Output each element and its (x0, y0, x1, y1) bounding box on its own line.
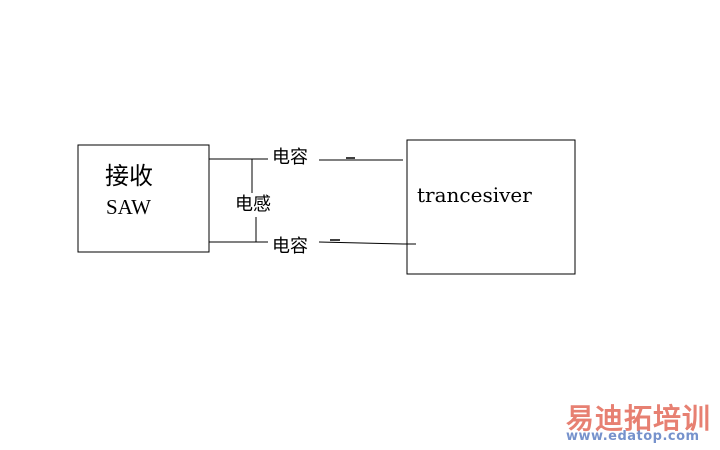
saw-title: 接收 (105, 162, 153, 190)
transceiver-block (406, 139, 576, 275)
capacitor-bottom-label: 电容 (272, 236, 308, 257)
watermark-url: www.edatop.com (566, 429, 700, 444)
capacitor-top-label: 电容 (272, 147, 308, 168)
watermark-brand: 易迪拓培训 (566, 402, 712, 435)
inductor-label: 电感 (235, 194, 271, 215)
saw-block (77, 144, 210, 253)
saw-label: SAW (106, 195, 151, 219)
transceiver-label: trancesiver (417, 183, 532, 207)
bottom-wire-right (318, 241, 404, 245)
